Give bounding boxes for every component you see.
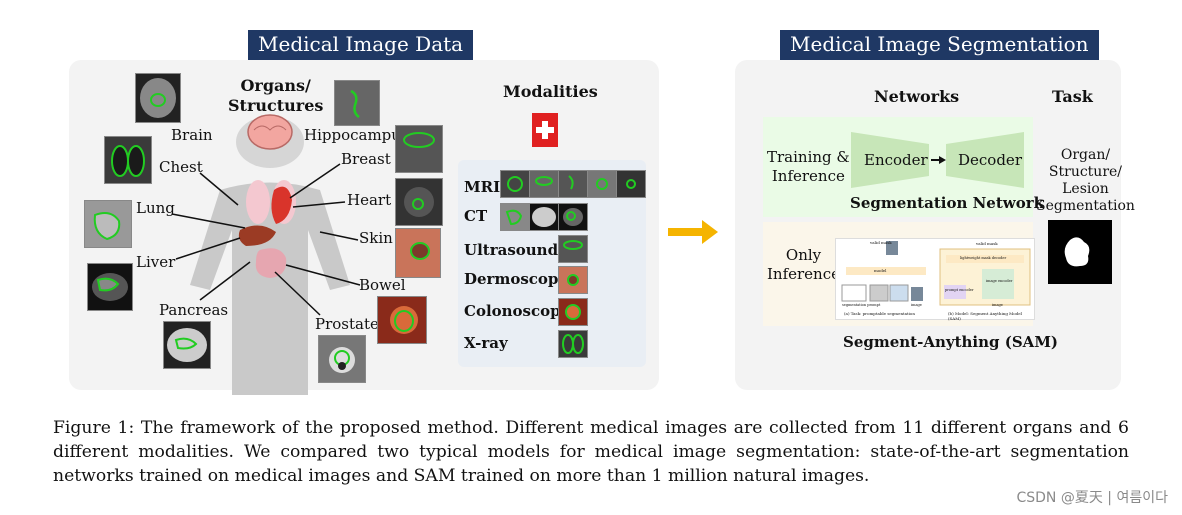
lung-ct-thumbnail [84, 200, 132, 248]
right-panel-header: Medical Image Segmentation [780, 30, 1099, 60]
label-skin: Skin [359, 229, 393, 247]
training-inference-label: Training & Inference [767, 148, 850, 185]
medical-cross-icon [532, 113, 558, 147]
task-title: Task [1052, 87, 1093, 106]
sam-mini-image-b: image [992, 303, 1003, 307]
sam-mini-prompt-encoder: prompt encoder [945, 288, 974, 292]
organ-connector-lines [171, 163, 361, 316]
sam-mini-image: image [911, 303, 922, 307]
label-prostate: Prostate [315, 315, 379, 333]
breast-ultrasound-thumbnail [395, 125, 443, 173]
encoder-label: Encoder [864, 151, 928, 169]
chest-xray-thumbnail [104, 136, 152, 184]
label-heart: Heart [347, 191, 392, 209]
sam-mini-valid-mask-b: valid mask [976, 241, 998, 246]
mri-sample-thumbnail [616, 170, 646, 198]
colonoscopy-sample-thumbnail [558, 298, 588, 326]
modality-ultrasound: Ultrasound [464, 241, 559, 259]
flow-arrow-icon [668, 220, 718, 244]
label-pancreas: Pancreas [159, 301, 229, 319]
label-breast: Breast [341, 150, 391, 168]
mri-sample-thumbnail [529, 170, 559, 198]
brain-mri-thumbnail [135, 73, 181, 123]
encoder-decoder-diagram [851, 132, 1024, 188]
bowel-colonoscopy-thumbnail [377, 296, 427, 344]
sam-mini-seg-prompt: segmentation prompt [842, 303, 881, 307]
sam-figure: valid mask model segmentation prompt ima… [835, 238, 1035, 321]
modalities-title: Modalities [503, 82, 598, 101]
watermark: CSDN @夏天 | 여름이다 [1016, 490, 1168, 506]
figure-caption: Figure 1: The framework of the proposed … [53, 418, 1129, 486]
modality-mri: MRI [464, 178, 501, 196]
sam-mini-image-encoder: image encoder [986, 279, 1013, 283]
networks-title: Networks [874, 87, 960, 106]
label-bowel: Bowel [359, 276, 406, 294]
label-brain: Brain [171, 126, 213, 144]
sam-mini-model: model [874, 268, 887, 273]
sam-mini-b-caption: (b) Model: Segment Anything Model (SAM) [948, 311, 1022, 321]
decoder-label: Decoder [958, 151, 1022, 169]
dermoscopy-sample-thumbnail [558, 266, 588, 294]
torso-organs-icon [238, 180, 296, 278]
hippocampus-mri-thumbnail [334, 80, 380, 126]
modality-dermoscopy: Dermoscopy [464, 270, 568, 288]
ct-sample-thumbnail [558, 203, 588, 231]
prostate-mri-thumbnail [318, 335, 366, 383]
organs-title: Organs/ Structures [228, 76, 324, 115]
sam-label: Segment-Anything (SAM) [843, 333, 1059, 351]
sam-mini-lightweight-decoder: lightweight mask decoder [960, 256, 1007, 260]
label-lung: Lung [136, 199, 175, 217]
mri-sample-thumbnail [558, 170, 588, 198]
liver-ct-thumbnail [87, 263, 133, 311]
xray-sample-thumbnail [558, 330, 588, 358]
modality-colonoscopy: Colonoscopy [464, 302, 570, 320]
modality-ct: CT [464, 207, 488, 225]
heart-mri-thumbnail [395, 178, 443, 226]
brain-organ-icon [247, 114, 293, 150]
segmentation-mask-output [1048, 220, 1112, 284]
label-chest: Chest [159, 158, 203, 176]
label-liver: Liver [136, 253, 176, 271]
modality-xray: X-ray [464, 334, 508, 352]
label-hippocampus: Hippocampus [304, 126, 409, 144]
pancreas-ct-thumbnail [163, 321, 211, 369]
only-inference-label: Only Inference [767, 246, 841, 283]
ct-sample-thumbnail [500, 203, 530, 231]
ct-sample-thumbnail [529, 203, 559, 231]
ultrasound-sample-thumbnail [558, 235, 588, 263]
skin-dermoscopy-thumbnail [395, 228, 441, 278]
mri-sample-thumbnail [587, 170, 617, 198]
sam-mini-a-caption: (a) Task: promptable segmentation [844, 311, 915, 316]
sam-mini-valid-mask: valid mask [870, 240, 892, 245]
mri-sample-thumbnail [500, 170, 530, 198]
left-panel-header: Medical Image Data [248, 30, 474, 60]
segmentation-network-label: Segmentation Network [850, 194, 1044, 212]
task-description: Organ/ Structure/ Lesion Segmentation [1036, 147, 1135, 214]
